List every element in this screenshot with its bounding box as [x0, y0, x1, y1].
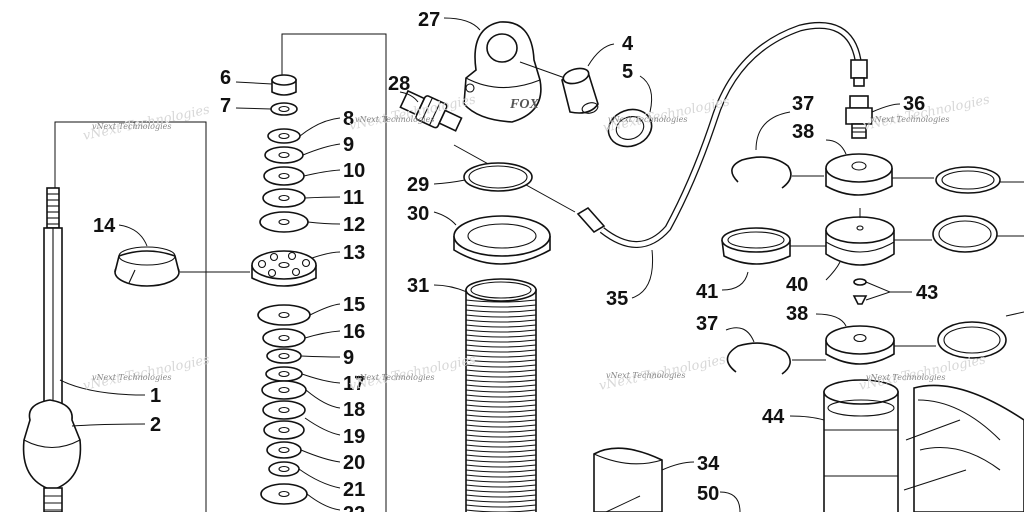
callout-22: 22 — [343, 503, 365, 512]
svg-text:vNext Technologies: vNext Technologies — [606, 371, 685, 380]
callout-27: 27 — [418, 9, 440, 31]
callout-11: 11 — [343, 187, 364, 209]
callout-18: 18 — [343, 399, 365, 421]
callout-16: 16 — [343, 321, 365, 343]
callout-4: 4 — [622, 33, 634, 55]
callout-34: 34 — [697, 453, 720, 475]
parts-34-50: 34 50 — [593, 447, 741, 512]
callout-40: 40 — [786, 274, 808, 296]
svg-text:FOX: FOX — [509, 97, 539, 112]
callout-15: 15 — [343, 294, 365, 316]
svg-text:vNext Technologies: vNext Technologies — [355, 115, 434, 124]
callout-2: 2 — [150, 414, 161, 436]
callout-28: 28 — [388, 73, 410, 95]
callout-14: 14 — [93, 215, 116, 237]
callout-31: 31 — [407, 275, 429, 297]
callout-9b: 9 — [343, 347, 354, 369]
callout-9a: 9 — [343, 134, 354, 156]
callout-21: 21 — [343, 479, 365, 501]
svg-text:vNext Technologies: vNext Technologies — [870, 115, 949, 124]
callout-10: 10 — [343, 160, 365, 182]
callout-37b: 37 — [696, 313, 718, 335]
callout-6: 6 — [220, 67, 231, 89]
callout-12: 12 — [343, 214, 365, 236]
shim-stack: 6 7 8 9 10 11 12 13 15 16 9 17 18 19 20 … — [220, 33, 387, 512]
svg-text:vNext Technologies: vNext Technologies — [608, 115, 687, 124]
hose-35: 35 — [576, 21, 868, 310]
callout-8: 8 — [343, 108, 354, 130]
callout-38a: 38 — [792, 121, 814, 143]
shaft-assembly: 1 2 — [22, 121, 207, 512]
callout-29: 29 — [407, 174, 429, 196]
reservoir-parts: 37 38 40 41 43 — [696, 93, 1024, 512]
svg-text:vNext Technologies: vNext Technologies — [866, 373, 945, 382]
callout-35: 35 — [606, 288, 628, 310]
callout-30: 30 — [407, 203, 429, 225]
eyelet-and-body: FOX 27 28 29 30 31 — [388, 9, 576, 512]
part-14-ring: 14 — [93, 215, 250, 287]
callout-13: 13 — [343, 242, 365, 264]
svg-text:vNext Technologies: vNext Technologies — [355, 373, 434, 382]
callout-1: 1 — [150, 385, 161, 407]
callout-5: 5 — [622, 61, 633, 83]
callout-20: 20 — [343, 452, 365, 474]
callout-37a: 37 — [792, 93, 814, 115]
callout-36: 36 — [903, 93, 925, 115]
callout-17: 17 — [343, 373, 365, 395]
watermark: vNext Technologies — [92, 122, 171, 131]
svg-text:vNext Technologies: vNext Technologies — [92, 373, 171, 382]
callout-41: 41 — [696, 281, 718, 303]
callout-19: 19 — [343, 426, 365, 448]
parts-4-5: 4 5 — [561, 33, 653, 148]
svg-text:vNext Technologies: vNext Technologies — [862, 92, 992, 134]
callout-43: 43 — [916, 282, 938, 304]
callout-7: 7 — [220, 95, 231, 117]
callout-38b: 38 — [786, 303, 808, 325]
part-36-valve: 36 — [845, 93, 925, 139]
callout-44: 44 — [762, 406, 785, 428]
callout-50: 50 — [697, 483, 719, 505]
